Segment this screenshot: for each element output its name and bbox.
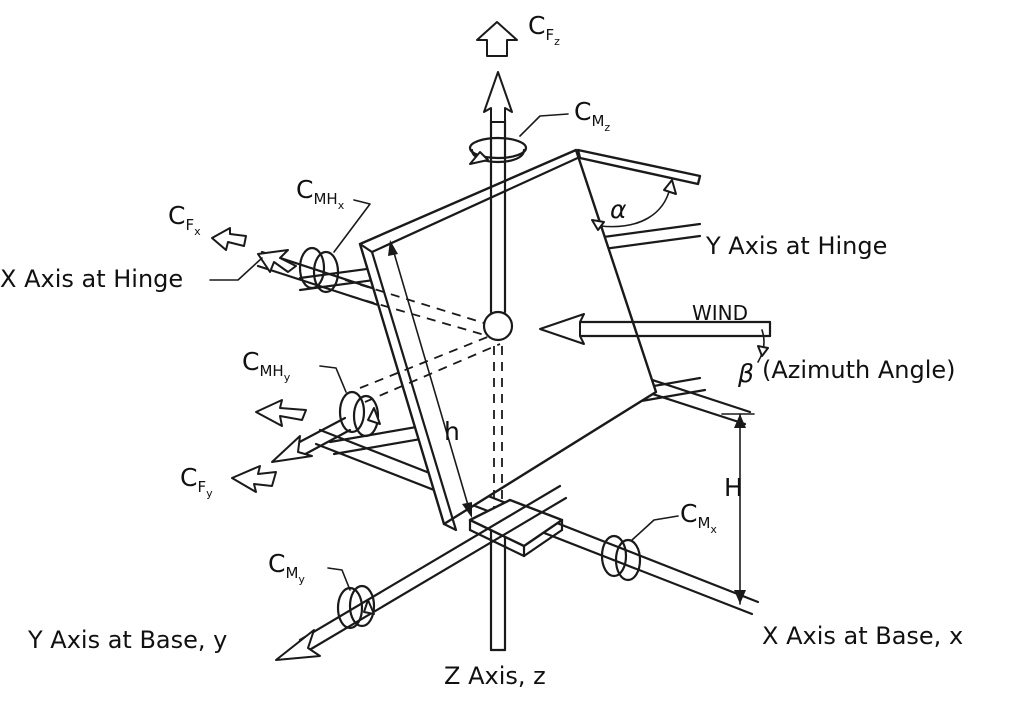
cmx-label: CMx [680,499,717,536]
cmz-leader [519,113,569,137]
y-axis-at-base-line [275,484,568,661]
cmhx-moment-arrow [298,246,340,294]
cmy-leader [327,567,351,591]
cmx-leader [631,515,679,541]
wind-arrow [539,313,772,345]
x-axis-at-base-label: X Axis at Base, x [762,622,963,650]
azimuth-angle-label: (Azimuth Angle) [762,356,956,384]
cfz-force-arrow [476,21,518,57]
height-dimension-H [721,413,755,605]
cfy-direction-arrow [255,399,307,427]
height-dimension-h [388,240,472,518]
cmhy-leader [319,365,347,393]
hinge-y-arrow [271,416,352,463]
alpha-label: α [610,195,627,224]
cmhx-label: CMHx [296,175,345,212]
x-axis-at-hinge-label: X Axis at Hinge [0,265,183,293]
cfx-force-arrow [211,227,247,251]
cfy-label: CFy [180,463,213,500]
y-axis-at-hinge-label: Y Axis at Hinge [705,232,887,260]
z-axis-label: Z Axis, z [444,662,546,690]
cfy-force-arrow [231,465,277,493]
cmz-label: CMz [574,97,610,134]
cfz-label: CFz [528,11,560,48]
x-hinge-arrowhead [257,249,297,273]
hidden-lines [344,279,503,515]
beta-indicator [757,329,769,363]
cmhy-label: CMHy [242,347,291,384]
y-axis-at-base-label: Y Axis at Base, y [27,626,227,654]
hinge-point [482,310,514,342]
cfx-label: CFx [168,201,201,238]
x-axis-hinge-leader [209,257,263,281]
cmz-moment-arrow [468,136,528,165]
h-big-label: H [724,473,743,502]
beta-label: β [737,359,754,388]
cmx-moment-arrow [600,534,642,582]
h-small-label: h [444,417,460,446]
cmhx-leader [333,199,371,253]
wind-label: WIND [692,301,748,325]
cmhy-moment-arrow [338,390,381,438]
base-plate [468,498,564,558]
cmy-label: CMy [268,549,305,586]
alpha-tilt-indicator [576,148,702,231]
